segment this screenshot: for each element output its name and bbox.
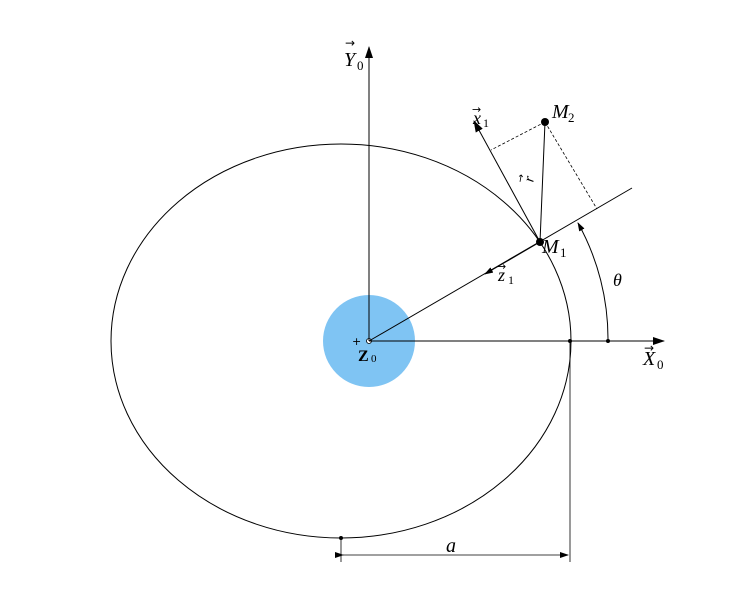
x1-label-sub: 1 xyxy=(483,116,489,130)
r-label-main: r xyxy=(521,175,538,184)
r-label: → r xyxy=(515,173,538,184)
z1-vector xyxy=(484,241,541,275)
x-axis-label: → X 0 xyxy=(642,341,664,372)
x1-label: → x 1 xyxy=(472,103,489,130)
z1-label-main: z xyxy=(497,265,505,285)
m2-label-main: M xyxy=(551,101,570,123)
r-vector-mark: → xyxy=(515,173,527,183)
x-vector-mark: → xyxy=(644,341,654,355)
m1-label-main: M xyxy=(541,236,560,258)
theta-arc xyxy=(577,222,609,342)
y-axis-label: → Y 0 xyxy=(344,36,364,73)
y-label-sub: 0 xyxy=(357,58,364,73)
z-label-main: Z xyxy=(358,348,369,365)
r-vector xyxy=(539,121,546,243)
projection-dashed-1 xyxy=(490,121,546,151)
m2-label: M 2 xyxy=(551,101,575,125)
m1-point xyxy=(536,238,544,246)
projection-dashed-2 xyxy=(544,121,598,210)
z1-vector-mark: → xyxy=(497,260,506,273)
x1-vector-mark: → xyxy=(472,103,481,116)
x1-vector xyxy=(473,120,541,243)
y-vector-mark: → xyxy=(345,36,355,50)
a-dimension-label: a xyxy=(446,535,456,557)
m1-label-sub: 1 xyxy=(560,245,567,260)
center-cross: + xyxy=(352,335,361,348)
m2-point xyxy=(541,118,549,126)
theta-label: θ xyxy=(613,270,622,290)
y-label-main: Y xyxy=(344,49,357,71)
z1-label-sub: 1 xyxy=(508,273,514,287)
x1-label-main: x xyxy=(472,108,481,128)
x-label-main: X xyxy=(642,348,656,370)
z-origin-label: Z 0 xyxy=(358,348,377,365)
m1-label: M 1 xyxy=(541,236,567,260)
x-label-sub: 0 xyxy=(657,357,664,372)
z1-label: → z 1 xyxy=(497,260,514,287)
z-label-sub: 0 xyxy=(371,353,377,365)
m2-label-sub: 2 xyxy=(568,110,575,125)
